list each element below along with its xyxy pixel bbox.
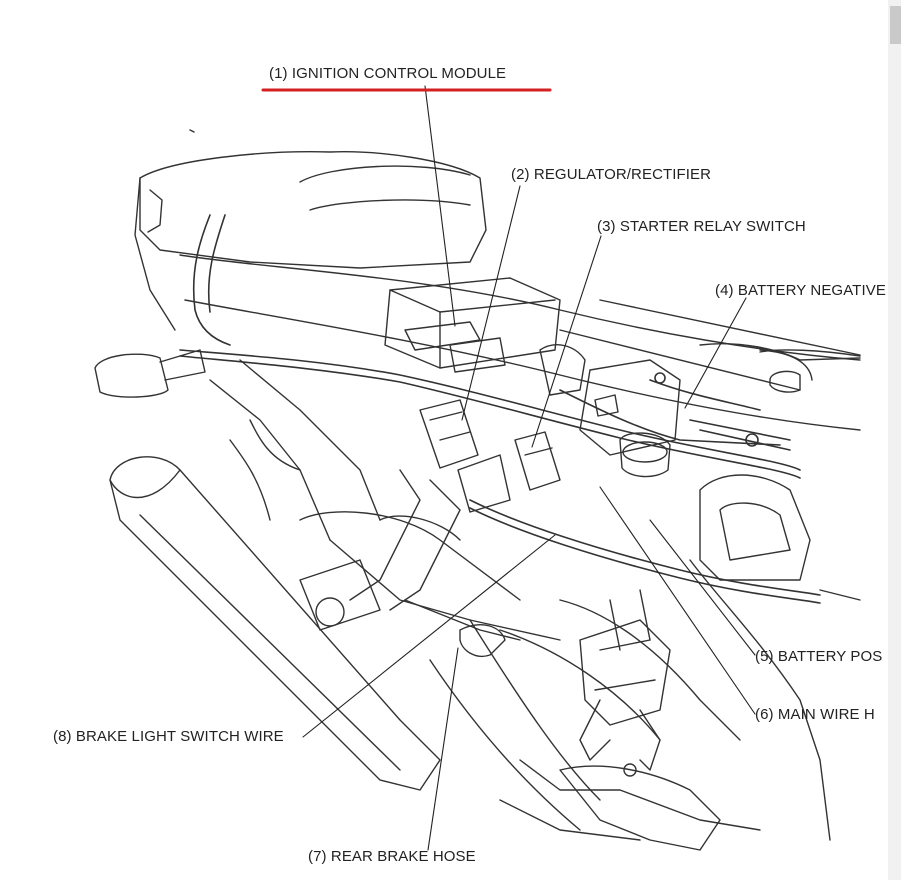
leader-4 [684,297,747,409]
rear-fender [499,349,861,841]
leader-8 [302,534,556,738]
leader-7 [427,647,459,851]
leader-2 [461,185,521,421]
engine-swingarm [209,359,561,657]
callout-main-wire-harness: (6) MAIN WIRE H [755,706,875,723]
callout-battery-positive: (5) BATTERY POS [755,648,883,665]
callout-brake-light-switch-wire: (8) BRAKE LIGHT SWITCH WIRE [53,728,284,745]
rear-caliper [499,589,761,841]
scrollbar-thumb[interactable] [890,6,901,44]
wire-harness [179,214,821,604]
rear-wheel [429,619,721,851]
callout-ignition-control-module: (1) IGNITION CONTROL MODULE [269,65,507,82]
muffler [109,456,441,791]
leader-6 [599,486,756,715]
leader-lines [302,85,756,851]
callout-rear-brake-hose: (7) REAR BRAKE HOSE [308,848,476,865]
callout-starter-relay-switch: (3) STARTER RELAY SWITCH [597,218,806,235]
ignition-module-box [384,277,561,373]
leader-5 [649,519,756,656]
callout-regulator-rectifier: (2) REGULATOR/RECTIFIER [511,166,712,183]
vertical-scrollbar[interactable] [888,0,901,880]
leader-3 [531,235,602,448]
regulator-connectors [419,344,681,513]
leader-1 [424,85,456,327]
turn-signal [94,349,206,398]
seat-body [134,129,487,331]
callout-battery-negative: (4) BATTERY NEGATIVE [715,282,886,299]
